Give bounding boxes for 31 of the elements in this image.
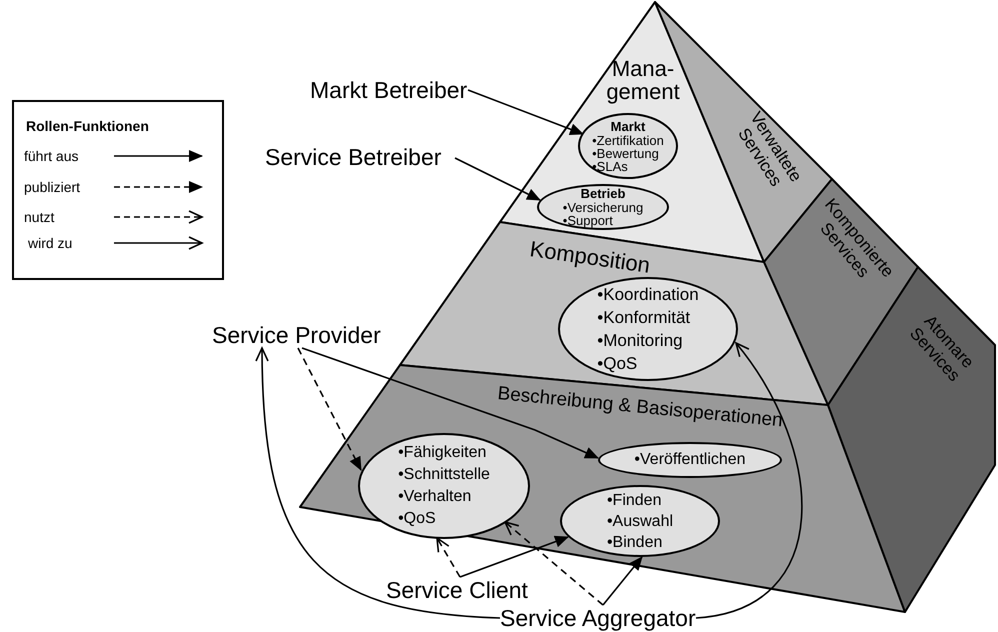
legend-label: nutzt — [24, 208, 54, 227]
arrow — [696, 342, 802, 619]
arrow — [602, 556, 643, 606]
role-label: Service Provider — [212, 322, 381, 348]
ellipse-text: •Zertifikation •Bewertung •SLAs — [592, 134, 664, 172]
ellipse-text: Betrieb — [580, 187, 626, 201]
legend-label: publiziert — [24, 178, 80, 197]
ellipse-text: •Finden •Auswahl •Binden — [606, 490, 674, 552]
role-label: Service Betreiber — [265, 144, 442, 170]
legend-title: Rollen-Funktionen — [26, 117, 149, 136]
arrow — [460, 536, 569, 578]
ellipse-text: •Koordination •Konformität •Monitoring •QoS — [597, 284, 699, 375]
layer-title: Beschreibung & Basisoperationen — [496, 382, 784, 434]
role-label: Service Aggregator — [500, 605, 696, 631]
arrow — [302, 347, 599, 459]
arrow — [454, 157, 541, 201]
legend-label: führt aus — [24, 147, 78, 166]
arrow — [297, 348, 362, 471]
ellipse-text: •Veröffentlichen — [634, 450, 746, 470]
role-label: Service Client — [386, 577, 528, 603]
arrow — [504, 521, 604, 606]
ellipse-text: •Versicherung •Support — [562, 201, 644, 227]
ellipse-text: Markt — [610, 120, 646, 134]
arrow — [468, 89, 584, 135]
ellipse-text: •Fähigkeiten •Schnittstelle •Verhalten •QoS — [398, 443, 490, 529]
arrow — [256, 347, 500, 619]
legend-label: wird zu — [28, 234, 72, 253]
arrow — [436, 537, 461, 578]
layer-title: Mana- gement — [606, 57, 680, 103]
layer-title: Komposition — [528, 235, 652, 280]
role-label: Markt Betreiber — [310, 77, 468, 103]
